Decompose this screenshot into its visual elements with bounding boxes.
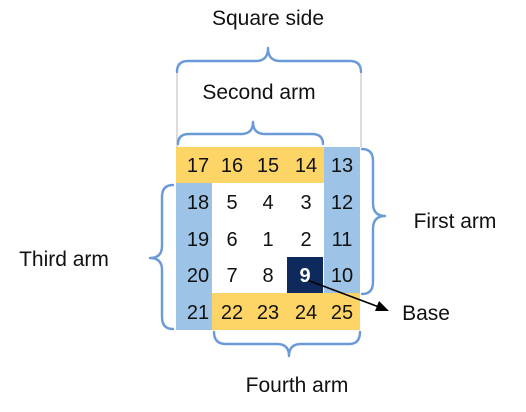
grid-cell: 16: [221, 155, 243, 177]
base-cell: [287, 257, 323, 293]
grid-cell: 22: [221, 302, 243, 324]
grid-cell: 4: [262, 192, 273, 214]
grid-cell: 21: [187, 302, 209, 324]
grid-cell: 2: [300, 229, 311, 251]
second-arm-band: [176, 147, 324, 183]
base-label: Base: [402, 302, 450, 325]
base-arrow-head: [375, 301, 389, 311]
grid-cell: 8: [262, 265, 273, 287]
square-side-brace: [175, 46, 363, 74]
second-arm-brace: [176, 120, 325, 146]
fourth-arm-band: [212, 293, 360, 330]
first-arm-brace: [360, 147, 387, 296]
third-arm-label: Third arm: [19, 248, 109, 271]
grid-cell: 5: [226, 192, 237, 214]
grid-cell: 24: [295, 302, 317, 324]
grid-cell: 20: [187, 265, 209, 287]
fourth-arm-brace: [212, 330, 362, 358]
grid-cell: 1: [262, 229, 273, 251]
grid-cell: 23: [257, 302, 279, 324]
fourth-arm-label: Fourth arm: [246, 374, 349, 397]
grid-cell: 25: [331, 302, 353, 324]
third-arm-band: [176, 183, 212, 330]
grid-cell: 18: [187, 192, 209, 214]
grid-cell: 3: [300, 192, 311, 214]
third-arm-brace: [148, 183, 175, 331]
grid-cell: 13: [331, 155, 353, 177]
grid-cell: 14: [295, 155, 317, 177]
grid-cell: 10: [331, 265, 353, 287]
square-side-label: Square side: [212, 7, 324, 30]
grid-cell: 15: [257, 155, 279, 177]
grid-cell: 6: [226, 229, 237, 251]
grid-cell: 19: [187, 229, 209, 251]
first-arm-label: First arm: [414, 210, 497, 233]
grid-cell: 7: [226, 265, 237, 287]
second-arm-label: Second arm: [202, 81, 315, 104]
grid-cell: 12: [331, 192, 353, 214]
grid-cell: 17: [187, 155, 209, 177]
base-arrow-line: [306, 279, 380, 308]
base-number: 9: [299, 265, 310, 287]
grid-cell: 11: [332, 229, 353, 251]
